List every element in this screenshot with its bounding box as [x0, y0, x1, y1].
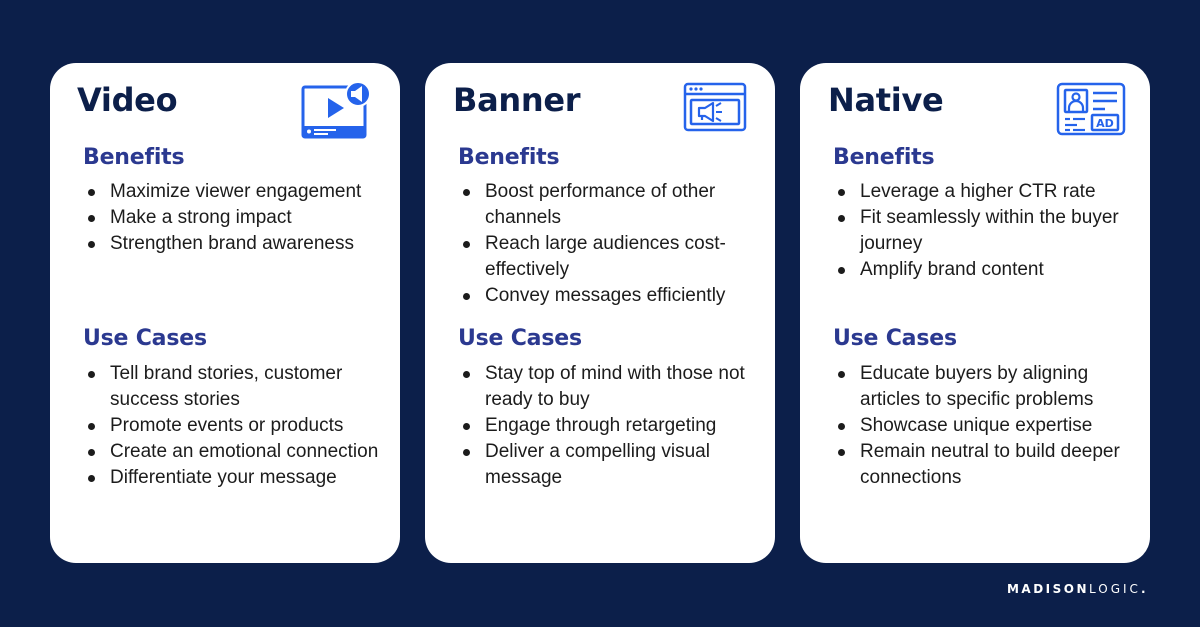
benefits-list: Leverage a higher CTR rate Fit seamlessl… [833, 179, 1142, 283]
list-item: Reach large audiences cost-effectively [463, 231, 767, 283]
use-cases-list: Stay top of mind with those not ready to… [458, 361, 767, 491]
card-video: Video Benefits Maximize viewer engagemen… [50, 63, 400, 563]
video-player-megaphone-icon [300, 81, 371, 146]
list-item: Maximize viewer engagement [88, 179, 392, 205]
benefits-heading: Benefits [458, 145, 560, 170]
list-item: Boost performance of other channels [463, 179, 767, 231]
browser-window-megaphone-icon [682, 81, 748, 138]
list-item: Deliver a compelling visual message [463, 439, 767, 491]
use-cases-list: Tell brand stories, customer success sto… [83, 361, 392, 491]
use-cases-heading: Use Cases [833, 326, 957, 351]
list-item: Convey messages efficiently [463, 283, 767, 309]
list-item: Promote events or products [88, 413, 392, 439]
benefits-list: Boost performance of other channels Reac… [458, 179, 767, 309]
list-item: Tell brand stories, customer success sto… [88, 361, 392, 413]
card-title: Native [828, 81, 944, 119]
list-item: Showcase unique expertise [838, 413, 1142, 439]
list-item: Create an emotional connection [88, 439, 392, 465]
svg-text:AD: AD [1096, 117, 1114, 130]
card-title: Video [77, 81, 178, 119]
list-item: Make a strong impact [88, 205, 392, 231]
benefits-heading: Benefits [833, 145, 935, 170]
list-item: Fit seamlessly within the buyer journey [838, 205, 1142, 257]
card-title: Banner [453, 81, 581, 119]
list-item: Differentiate your message [88, 465, 392, 491]
list-item: Stay top of mind with those not ready to… [463, 361, 767, 413]
list-item: Leverage a higher CTR rate [838, 179, 1142, 205]
benefits-heading: Benefits [83, 145, 185, 170]
benefits-list: Maximize viewer engagement Make a strong… [83, 179, 392, 257]
logo-light-text: LOGIC [1089, 582, 1141, 596]
use-cases-list: Educate buyers by aligning articles to s… [833, 361, 1142, 491]
card-native: Native AD Benefits Leverage a higher CTR… [800, 63, 1150, 563]
list-item: Strengthen brand awareness [88, 231, 392, 257]
native-ad-article-icon: AD [1055, 81, 1127, 142]
card-banner: Banner Benefits Boost performance of oth… [425, 63, 775, 563]
use-cases-heading: Use Cases [83, 326, 207, 351]
logo-bold-text: MADISON [1006, 582, 1090, 596]
madison-logic-logo: MADISONLOGIC. [1007, 582, 1148, 596]
list-item: Educate buyers by aligning articles to s… [838, 361, 1142, 413]
logo-dot: . [1140, 582, 1148, 596]
list-item: Remain neutral to build deeper connectio… [838, 439, 1142, 491]
list-item: Engage through retargeting [463, 413, 767, 439]
use-cases-heading: Use Cases [458, 326, 582, 351]
list-item: Amplify brand content [838, 257, 1142, 283]
